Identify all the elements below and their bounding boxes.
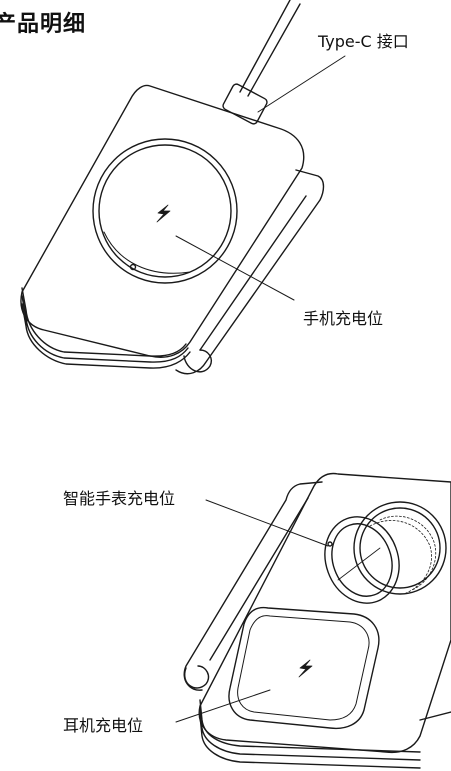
base-right-rail [175,169,325,375]
phone-charging-label: 手机充电位 [303,309,384,328]
watch-leader-line [205,499,329,547]
watch-charging-label: 智能手表充电位 [63,489,176,508]
page-title: 产品明细 [0,12,87,37]
watch-led [327,541,333,547]
watch-earbuds-top-face [198,472,451,754]
charger-top-view [20,0,346,375]
usb-c-cable [239,0,301,97]
charger-bottom-view [175,472,451,769]
earbuds-pad [228,606,380,730]
lightning-icon [156,204,171,223]
rail-end-cap [183,349,212,373]
led-indicator [129,263,137,271]
base-side-layers-bottom [199,699,451,769]
base-side-layers [21,287,191,369]
phone-leader-line [175,235,295,301]
earbuds-leader-line [175,689,271,723]
port-leader-line [257,55,346,113]
phone-pad-top-face [20,84,305,358]
phone-coil [92,138,238,284]
base-left-rail [183,481,323,691]
type-c-port-label: Type-C 接口 [318,32,409,51]
watch-charger [324,501,447,604]
earbuds-charging-label: 耳机充电位 [63,716,144,735]
rail-end-cap-bottom [184,665,210,689]
usb-c-plug [222,83,268,125]
lightning-icon-earbuds [298,659,313,678]
